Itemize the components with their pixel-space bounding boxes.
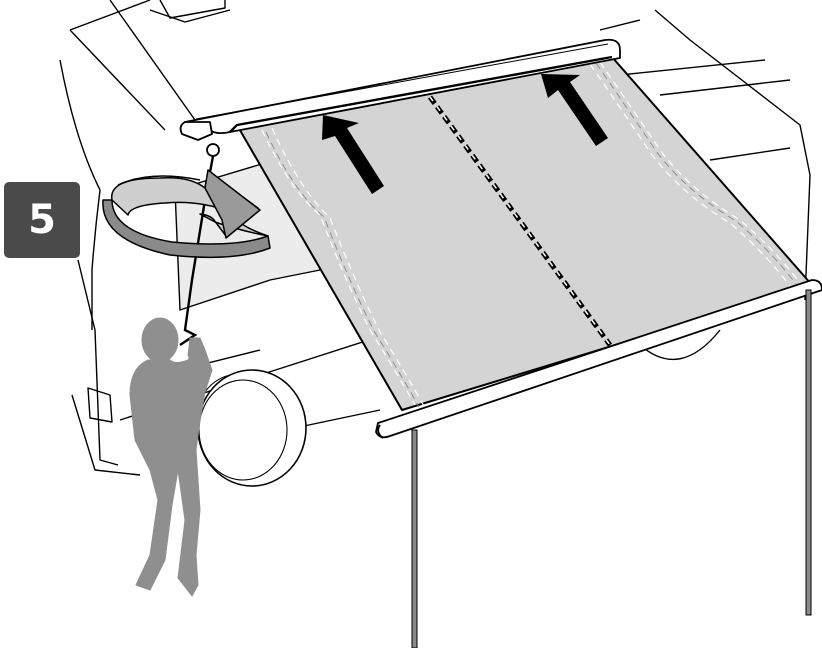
van-wheel [197, 369, 307, 487]
front-bar [375, 279, 822, 439]
rotate-clockwise-icon [102, 169, 271, 259]
awning-fabric [236, 56, 813, 411]
step-number: 5 [28, 197, 56, 243]
support-legs [411, 289, 812, 648]
step-badge: 5 [4, 182, 80, 258]
arrow-up-icon [322, 74, 608, 194]
person-silhouette [129, 317, 213, 597]
awning-cassette [179, 38, 621, 141]
